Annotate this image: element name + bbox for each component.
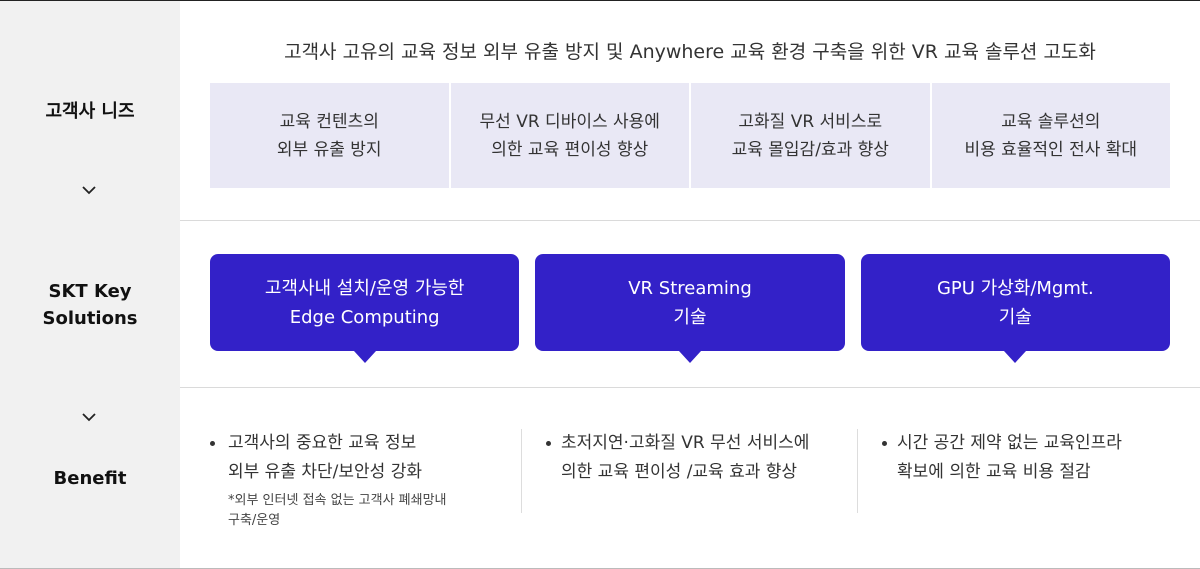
need-card: 교육 컨텐츠의 외부 유출 방지 [210,83,449,188]
solutions-label-line1: SKT Key [48,281,132,302]
need-line2: 교육 몰입감/효과 향상 [731,139,889,160]
pointer-tail [353,351,376,363]
need-card: 고화질 VR 서비스로 교육 몰입감/효과 향상 [691,83,930,188]
divider [180,387,1200,388]
solution-card: GPU 가상화/Mgmt. 기술 [860,254,1170,363]
benefit-note: *외부 인터넷 접속 없는 고객사 폐쇄망내 구축/운영 [228,491,521,531]
bullet [546,441,551,446]
benefit-line2: 의한 교육 편이성 /교육 효과 향상 [561,462,798,482]
need-line1: 교육 솔루션의 [1001,111,1101,132]
need-line1: 교육 컨텐츠의 [279,111,379,132]
benefit-item: 초저지연·고화질 VR 무선 서비스에 의한 교육 편이성 /교육 효과 향상 [521,429,857,531]
chevron-down-icon [82,413,96,422]
solutions-label-line2: Solutions [42,308,138,329]
need-line2: 외부 유출 방지 [276,139,382,160]
benefit-line2: 외부 유출 차단/보안성 강화 [228,462,422,482]
need-line2: 비용 효율적인 전사 확대 [964,139,1138,160]
need-line2: 의한 교육 편이성 향상 [491,139,649,160]
pointer-tail [678,351,701,363]
need-card: 무선 VR 디바이스 사용에 의한 교육 편이성 향상 [450,83,689,188]
need-line1: 고화질 VR 서비스로 [738,111,883,132]
needs-label: 고객사 니즈 [45,101,135,122]
bullet [210,441,215,446]
solution-line1: VR Streaming [628,277,752,299]
solution-line1: GPU 가상화/Mgmt. [936,277,1094,299]
pointer-tail [1004,351,1027,363]
benefits-row: 고객사의 중요한 교육 정보 외부 유출 차단/보안성 강화 *외부 인터넷 접… [200,429,1200,531]
bullet [882,441,887,446]
need-card: 교육 솔루션의 비용 효율적인 전사 확대 [931,83,1170,188]
needs-row: 교육 컨텐츠의 외부 유출 방지 무선 VR 디바이스 사용에 의한 교육 편이… [210,83,1170,188]
solutions-row: 고객사내 설치/운영 가능한 Edge Computing VR Streami… [210,254,1170,363]
solutions-label: SKT Key Solutions [0,278,180,332]
benefit-note-line2: 구축/운영 [228,513,281,528]
solution-line1: 고객사내 설치/운영 가능한 [264,277,465,299]
solution-card: 고객사내 설치/운영 가능한 Edge Computing [210,254,520,363]
benefit-line1: 시간 공간 제약 없는 교육인프라 [897,433,1122,453]
solution-card: VR Streaming 기술 [535,254,845,363]
benefit-line1: 고객사의 중요한 교육 정보 [228,433,417,453]
need-line1: 무선 VR 디바이스 사용에 [479,111,660,132]
left-label-column: 고객사 니즈 SKT Key Solutions Benefit [0,1,180,568]
solution-line2: 기술 [673,306,707,328]
benefit-item: 고객사의 중요한 교육 정보 외부 유출 차단/보안성 강화 *외부 인터넷 접… [200,429,521,531]
divider [180,220,1200,221]
solution-line2: Edge Computing [289,306,440,328]
benefit-line2: 확보에 의한 교육 비용 절감 [897,462,1091,482]
benefit-label: Benefit [53,468,127,489]
solution-line2: 기술 [998,306,1032,328]
chevron-down-icon [82,186,96,195]
benefit-item: 시간 공간 제약 없는 교육인프라 확보에 의한 교육 비용 절감 [857,429,1200,531]
benefit-line1: 초저지연·고화질 VR 무선 서비스에 [561,433,810,453]
headline: 고객사 고유의 교육 정보 외부 유출 방지 및 Anywhere 교육 환경 … [284,41,1096,63]
benefit-note-line1: *외부 인터넷 접속 없는 고객사 폐쇄망내 [228,493,447,508]
